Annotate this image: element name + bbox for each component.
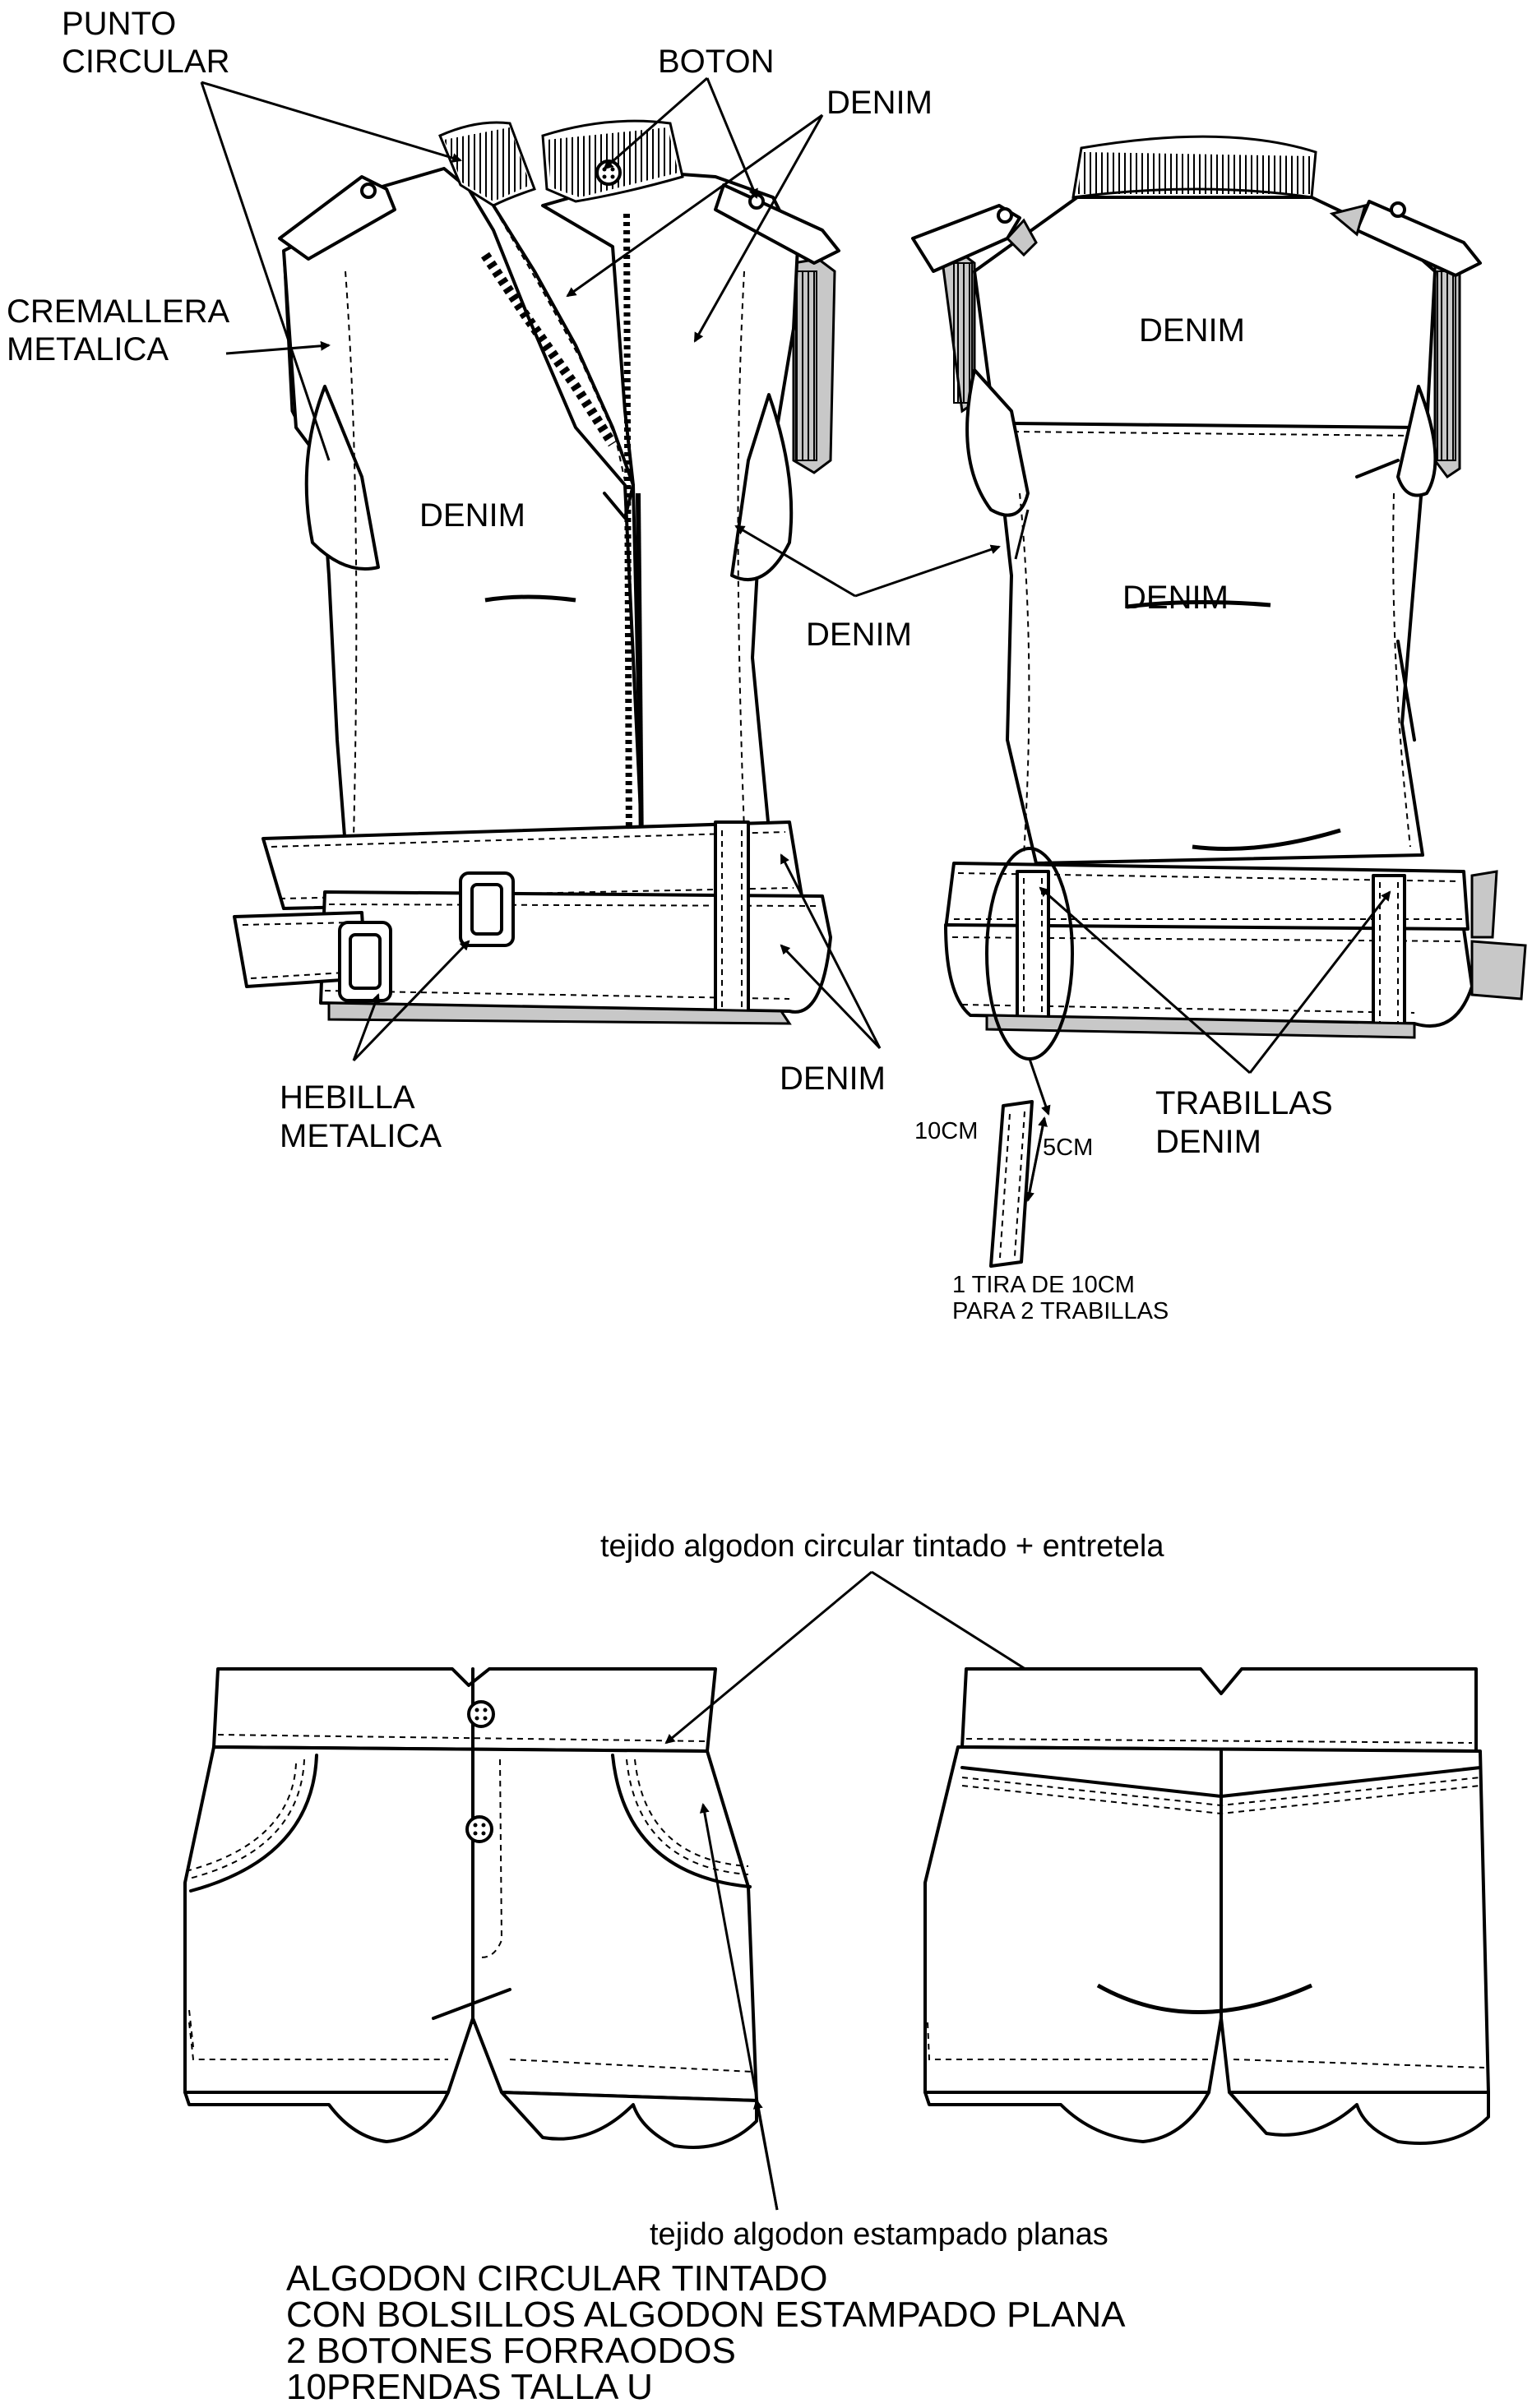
label-denim-belt: DENIM [780, 1061, 886, 1097]
label-hebilla-1: HEBILLA [280, 1079, 415, 1116]
pocket-front-left [189, 1754, 318, 1893]
label-punto-circular-1: PUNTO [62, 6, 176, 42]
label-punto-circular-2: CIRCULAR [62, 44, 229, 80]
label-waistband-fabric: tejido algodon circular tintado + entret… [600, 1529, 1164, 1564]
label-trabillas-2: DENIM [1155, 1124, 1261, 1160]
front-callout-lines [200, 76, 1001, 1062]
label-boton: BOTON [658, 44, 775, 80]
epaulette-right [714, 183, 840, 265]
label-cremallera-2: METALICA [7, 331, 169, 367]
metal-zipper-center [623, 213, 632, 856]
label-trabillas-1: TRABILLAS [1155, 1085, 1333, 1121]
vest-back-body [973, 196, 1437, 865]
shorts-button-top [467, 1700, 495, 1728]
back-leg-lining-right [1228, 2091, 1490, 2145]
label-denim-back-body: DENIM [1122, 580, 1229, 616]
back-belt-loop-left [1016, 870, 1050, 1029]
label-pocket-fabric: tejido algodon estampado planas [650, 2217, 1109, 2252]
back-leg-lining-left [923, 2091, 1210, 2143]
shorts-button-bottom [465, 1815, 493, 1843]
back-belt-loop-right [1372, 874, 1406, 1033]
spec-note-3: 2 BOTONES FORRAODOS [286, 2331, 736, 2371]
label-denim-collar: DENIM [826, 85, 933, 121]
belt-loop-front [714, 820, 750, 1021]
label-cremallera-1: CREMALLERA [7, 293, 230, 330]
metal-buckle-lower [338, 921, 392, 1002]
spec-note-2: CON BOLSILLOS ALGODON ESTAMPADO PLANA [286, 2295, 1126, 2335]
shorts-front-body [183, 1745, 758, 2102]
front-leg-lining-right [500, 2091, 758, 2149]
belt-lower [319, 890, 832, 1014]
front-leg-lining-left [183, 2091, 450, 2143]
loop-strip-detail [989, 1100, 1034, 1268]
back-belt-shade [1470, 870, 1498, 939]
vest-back-drawing [911, 135, 1527, 1061]
label-denim-back-yoke: DENIM [1139, 312, 1245, 349]
shorts-front-drawing [183, 1667, 758, 2149]
spec-note-4: 10PRENDAS TALLA U [286, 2367, 653, 2407]
shorts-back-drawing [923, 1667, 1490, 2145]
shorts-back-waistband [960, 1667, 1478, 1753]
back-bust-right [1396, 385, 1437, 497]
label-5cm: 5CM [1043, 1135, 1093, 1161]
vest-front-drawing [233, 119, 840, 1025]
shorts-back-body [923, 1745, 1490, 2094]
label-10cm: 10CM [914, 1118, 978, 1144]
spec-note-1: ALGODON CIRCULAR TINTADO [286, 2258, 827, 2299]
back-callout-lines [1014, 509, 1391, 1116]
bust-panel-left [304, 385, 380, 571]
label-denim-front-body: DENIM [419, 497, 525, 534]
pocket-front-right [611, 1754, 752, 1888]
back-bust-left [965, 368, 1030, 517]
belt-loop-detail [989, 1100, 1048, 1268]
label-tira-note-1: 1 TIRA DE 10CM [952, 1272, 1135, 1298]
metal-buckle-upper [459, 871, 515, 947]
label-hebilla-2: METALICA [280, 1118, 442, 1154]
label-denim-front-side: DENIM [806, 617, 912, 653]
back-epaulette-left [911, 204, 1021, 273]
label-tira-note-2: PARA 2 TRABILLAS [952, 1298, 1169, 1324]
